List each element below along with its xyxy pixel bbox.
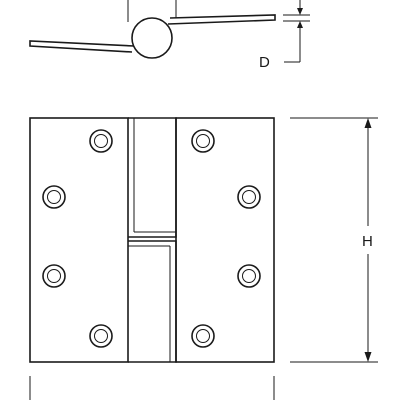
lower-knuckle [128, 240, 177, 363]
dimension-arrowhead [364, 118, 372, 128]
screw-hole-inner [47, 190, 61, 204]
height-dimension: H [290, 117, 378, 363]
screw-hole-inner [242, 190, 256, 204]
thickness-dimension: D [259, 0, 310, 71]
screw-hole [89, 129, 113, 153]
screw-hole [237, 264, 261, 288]
thickness-label: D [259, 54, 270, 71]
screw-hole-inner [196, 329, 210, 343]
screw-hole-inner [94, 329, 108, 343]
width-dimension [29, 376, 275, 400]
screw-hole-inner [47, 269, 61, 283]
left-leaf [29, 117, 129, 363]
screw-hole [237, 185, 261, 209]
right-leaf-profile [167, 14, 276, 25]
right-leaf-screw-holes [191, 129, 261, 348]
left-leaf-screw-holes [42, 129, 113, 348]
hinge-end-profile [29, 0, 276, 59]
screw-hole [42, 264, 66, 288]
right-leaf [175, 117, 275, 363]
dimension-arrowhead [297, 21, 303, 28]
dimension-arrowhead [364, 352, 372, 362]
hinge-front-view [29, 117, 275, 363]
screw-hole [191, 324, 215, 348]
height-label: H [362, 233, 373, 250]
screw-hole [191, 129, 215, 153]
screw-hole [89, 324, 113, 348]
screw-hole-inner [242, 269, 256, 283]
dimension-arrowhead [297, 8, 303, 15]
screw-hole [42, 185, 66, 209]
knuckle-profile [131, 17, 173, 59]
left-leaf-profile [29, 40, 135, 53]
upper-knuckle [128, 117, 177, 238]
screw-hole-inner [196, 134, 210, 148]
screw-hole-inner [94, 134, 108, 148]
